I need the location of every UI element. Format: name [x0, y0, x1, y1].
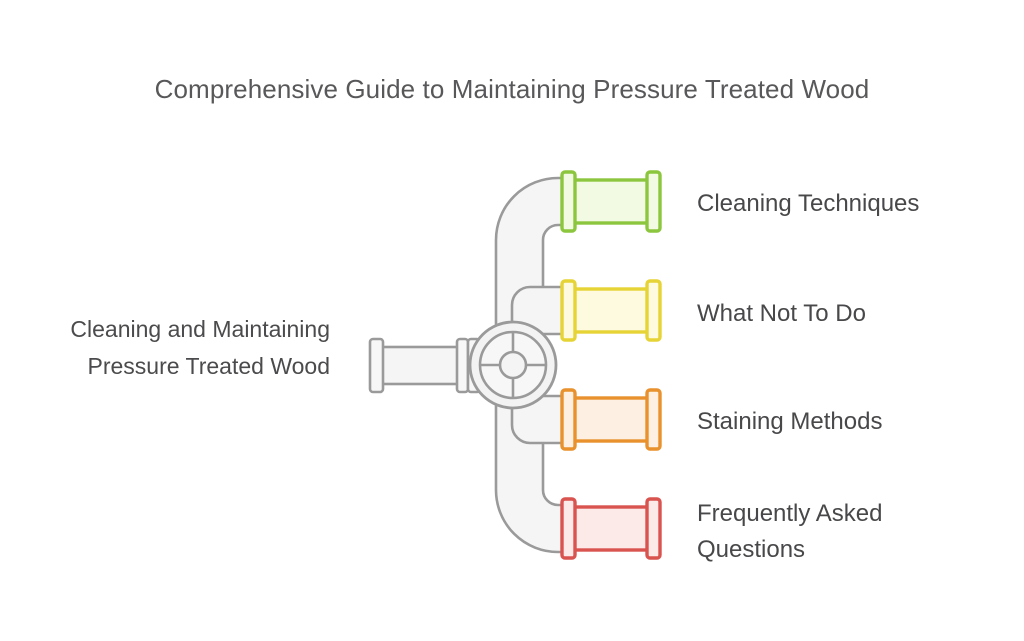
- valve-handwheel-icon: [468, 320, 558, 410]
- branch-pipe-1[interactable]: [560, 279, 662, 342]
- branch-pipe-3[interactable]: [560, 497, 662, 560]
- branch-label-cleaning-techniques[interactable]: Cleaning Techniques: [697, 190, 920, 217]
- branch-label-frequently-asked-questions[interactable]: Frequently Asked Questions: [697, 500, 883, 563]
- branch-label-staining-methods[interactable]: Staining Methods: [697, 408, 883, 435]
- branch-label-what-not-to-do[interactable]: What Not To Do: [697, 300, 866, 327]
- page-title: Comprehensive Guide to Maintaining Press…: [154, 74, 870, 104]
- branch-pipe-0[interactable]: [560, 170, 662, 233]
- root-node-label: Cleaning and Maintaining Pressure Treate…: [70, 316, 330, 379]
- branch-pipe-2[interactable]: [560, 388, 662, 451]
- inlet-pipe-icon: [368, 337, 482, 394]
